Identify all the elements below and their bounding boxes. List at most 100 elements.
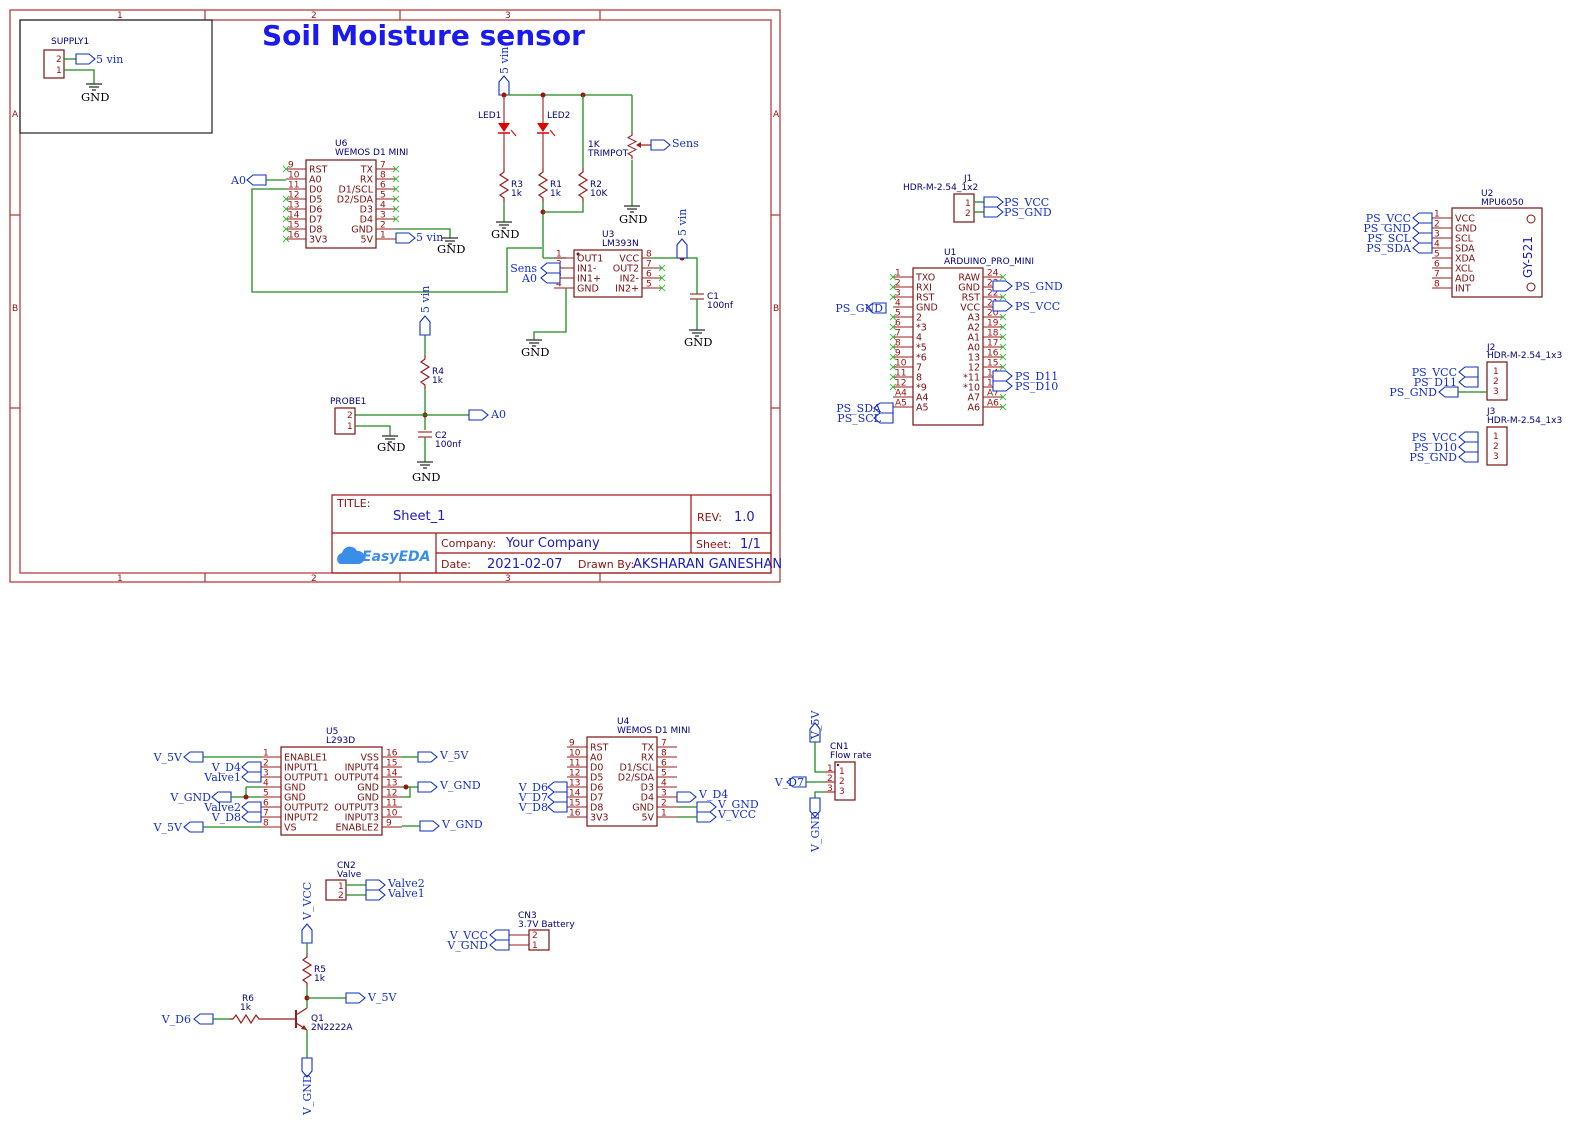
zone-row-a: A [12, 110, 19, 120]
u6-right-pin-3-number: 5 [380, 191, 386, 201]
u5-right-pin-1-name: INPUT4 [345, 763, 379, 774]
probe-gnd-label: GND [377, 440, 405, 454]
u1-left-pin-1-name: RXI [916, 283, 932, 294]
u1-right-pin-13-name: A6 [967, 403, 980, 414]
u1-net-gnd-right: PS_GND [1015, 280, 1063, 293]
u4-net-d4: V_D4 [698, 788, 728, 801]
u1-left-pin-13-name: A5 [916, 403, 929, 414]
u4-left-pin-3-number: 12 [569, 769, 580, 779]
u1-left-pin-12-name: A4 [916, 393, 929, 404]
u1-net-d11: PS_D11 [1015, 370, 1058, 383]
u5-left-pin-2-number: 3 [263, 769, 269, 779]
u5-net-d4: V_D4 [211, 761, 241, 774]
title-label: TITLE: [336, 497, 370, 510]
u1-left-pin-10-number: 11 [895, 369, 906, 379]
cn2-net-valve1: Valve1 [387, 887, 425, 900]
u5-right-pin-3-number: 13 [386, 779, 397, 789]
zone-col-1-bottom: 1 [117, 574, 123, 584]
c2-value: 100nf [435, 440, 462, 450]
u6-right-pin-0-number: 7 [380, 161, 386, 171]
u4-right-pin-6-name: GND [632, 803, 654, 814]
supply-gnd-label: GND [81, 90, 109, 104]
u6-right-pin-2-number: 6 [380, 181, 386, 191]
u1-right-pin-0-name: RAW [958, 273, 980, 284]
u4-right-pin-5-name: D4 [641, 793, 654, 804]
u6-left-pin-4-name: D6 [309, 205, 322, 216]
u5-right-pin-2-name: OUTPUT4 [334, 773, 379, 784]
u2-left-pin-3-name: SDA [1455, 244, 1475, 255]
u3-gnd-label: GND [521, 345, 549, 359]
u5-left-pin-5-number: 6 [263, 799, 269, 809]
u5-right-pin-6-name: INPUT3 [345, 813, 379, 824]
u1-left-pin-5-name: *3 [916, 323, 927, 334]
u5-net-v5v-right: V_5V [439, 749, 469, 762]
u5-net-v5v-b: V_5V [153, 821, 183, 834]
u4-left-pin-1-name: A0 [590, 753, 603, 764]
r6-ref: R6 [242, 994, 254, 1004]
pot-name: TRIMPOT [587, 149, 629, 159]
u1-left-pin-4-name: 2 [916, 313, 922, 324]
u6-right-pin-6-number: 2 [380, 221, 386, 231]
u1-left-pin-9-name: 7 [916, 363, 922, 374]
u6-right-pin-4-name: D3 [360, 205, 373, 216]
u5-left-pin-4-number: 5 [263, 789, 269, 799]
title-block: TITLE: Sheet_1 REV: 1.0 Company: Your Co… [331, 494, 782, 574]
supply-net-5vin: 5 vin [96, 53, 123, 66]
u3-net-5vin: 5 vin [676, 209, 689, 236]
r5-ref: R5 [314, 965, 326, 975]
j3-net-vcc: PS_VCC [1412, 431, 1457, 444]
u5-left-pin-3-number: 4 [263, 779, 269, 789]
j3-header: J3 HDR-M-2.54_1x3 1 2 3 PS_VCC PS_D10 PS… [1409, 407, 1562, 466]
cn1-ref: CN1 [830, 742, 849, 752]
sheet-frame: 1 2 3 1 2 3 A B A B [9, 9, 781, 584]
led-section: 5 vin LED1 GND R3 1k LED2 R1 1k R2 10K 1… [478, 47, 699, 259]
u1-right-pin-2-name: RST [962, 293, 981, 304]
u2-left-pin-0-name: VCC [1455, 214, 1475, 225]
zone-row-b-right: B [773, 304, 779, 314]
u1-net-scl: PS_SCL [837, 412, 881, 425]
u5-net-vgnd-right1: V_GND [439, 779, 481, 792]
r5-value: 1k [314, 974, 326, 984]
j2-net-vcc: PS_VCC [1412, 366, 1457, 379]
u5-left-pin-7-name: VS [284, 823, 297, 834]
cn3-pin2: 2 [532, 931, 538, 941]
j2-pin1: 1 [1493, 367, 1499, 377]
u4-right-pin-4-name: D3 [641, 783, 654, 794]
u1-left-pin-5-number: 6 [895, 319, 901, 329]
u5-net-v5v-a: V_5V [153, 751, 183, 764]
cn2-pin1: 1 [338, 882, 344, 892]
u6-right-pin-7-number: 1 [380, 231, 386, 241]
supply-pin2: 2 [56, 55, 62, 65]
j3-ref: J3 [1486, 407, 1495, 417]
u5-net-valve2: Valve2 [203, 801, 241, 814]
led1-ref: LED1 [478, 111, 501, 121]
u2-net-gnd: PS_GND [1363, 222, 1411, 235]
cn1-net-d7: V_D7 [774, 776, 804, 789]
j3-pin2: 2 [1493, 442, 1499, 452]
u4-right-pin-3-number: 5 [661, 769, 667, 779]
u4-left-pin-6-number: 15 [569, 799, 580, 809]
led-net-5vin: 5 vin [498, 47, 511, 74]
u3-left-pin-3-name: GND [577, 284, 599, 295]
u2-left-pin-0-number: 1 [1434, 210, 1440, 220]
u3-left-pin-0-name: OUT1 [577, 254, 603, 265]
cn3-net-gnd: V_GND [446, 939, 488, 952]
u5-right-pin-0-number: 16 [386, 749, 398, 759]
u5-right-pin-1-number: 15 [386, 759, 397, 769]
u3-right-pin-2-number: 6 [646, 270, 652, 280]
u5-left-pin-5-name: OUTPUT2 [284, 803, 329, 814]
u6-left-pin-6-name: D8 [309, 225, 322, 236]
u3-right-pin-0-name: VCC [619, 254, 639, 265]
u1-right-pin-4-name: A3 [967, 313, 980, 324]
cn2-ref: CN2 [337, 861, 356, 871]
u6-left-pin-4-number: 13 [288, 201, 299, 211]
u4-right-pin-1-number: 8 [661, 749, 667, 759]
u5-right-pin-7-name: ENABLE2 [336, 823, 379, 834]
cn2-pin2: 2 [338, 891, 344, 901]
u3-left-pin-1-name: IN1- [577, 264, 596, 275]
u3-left-pin-2-name: IN1+ [577, 274, 601, 285]
u5-right-pin-4-number: 12 [386, 789, 397, 799]
u5-net-vgnd: V_GND [169, 791, 211, 804]
u6-right-pin-7-name: 5V [360, 235, 373, 246]
